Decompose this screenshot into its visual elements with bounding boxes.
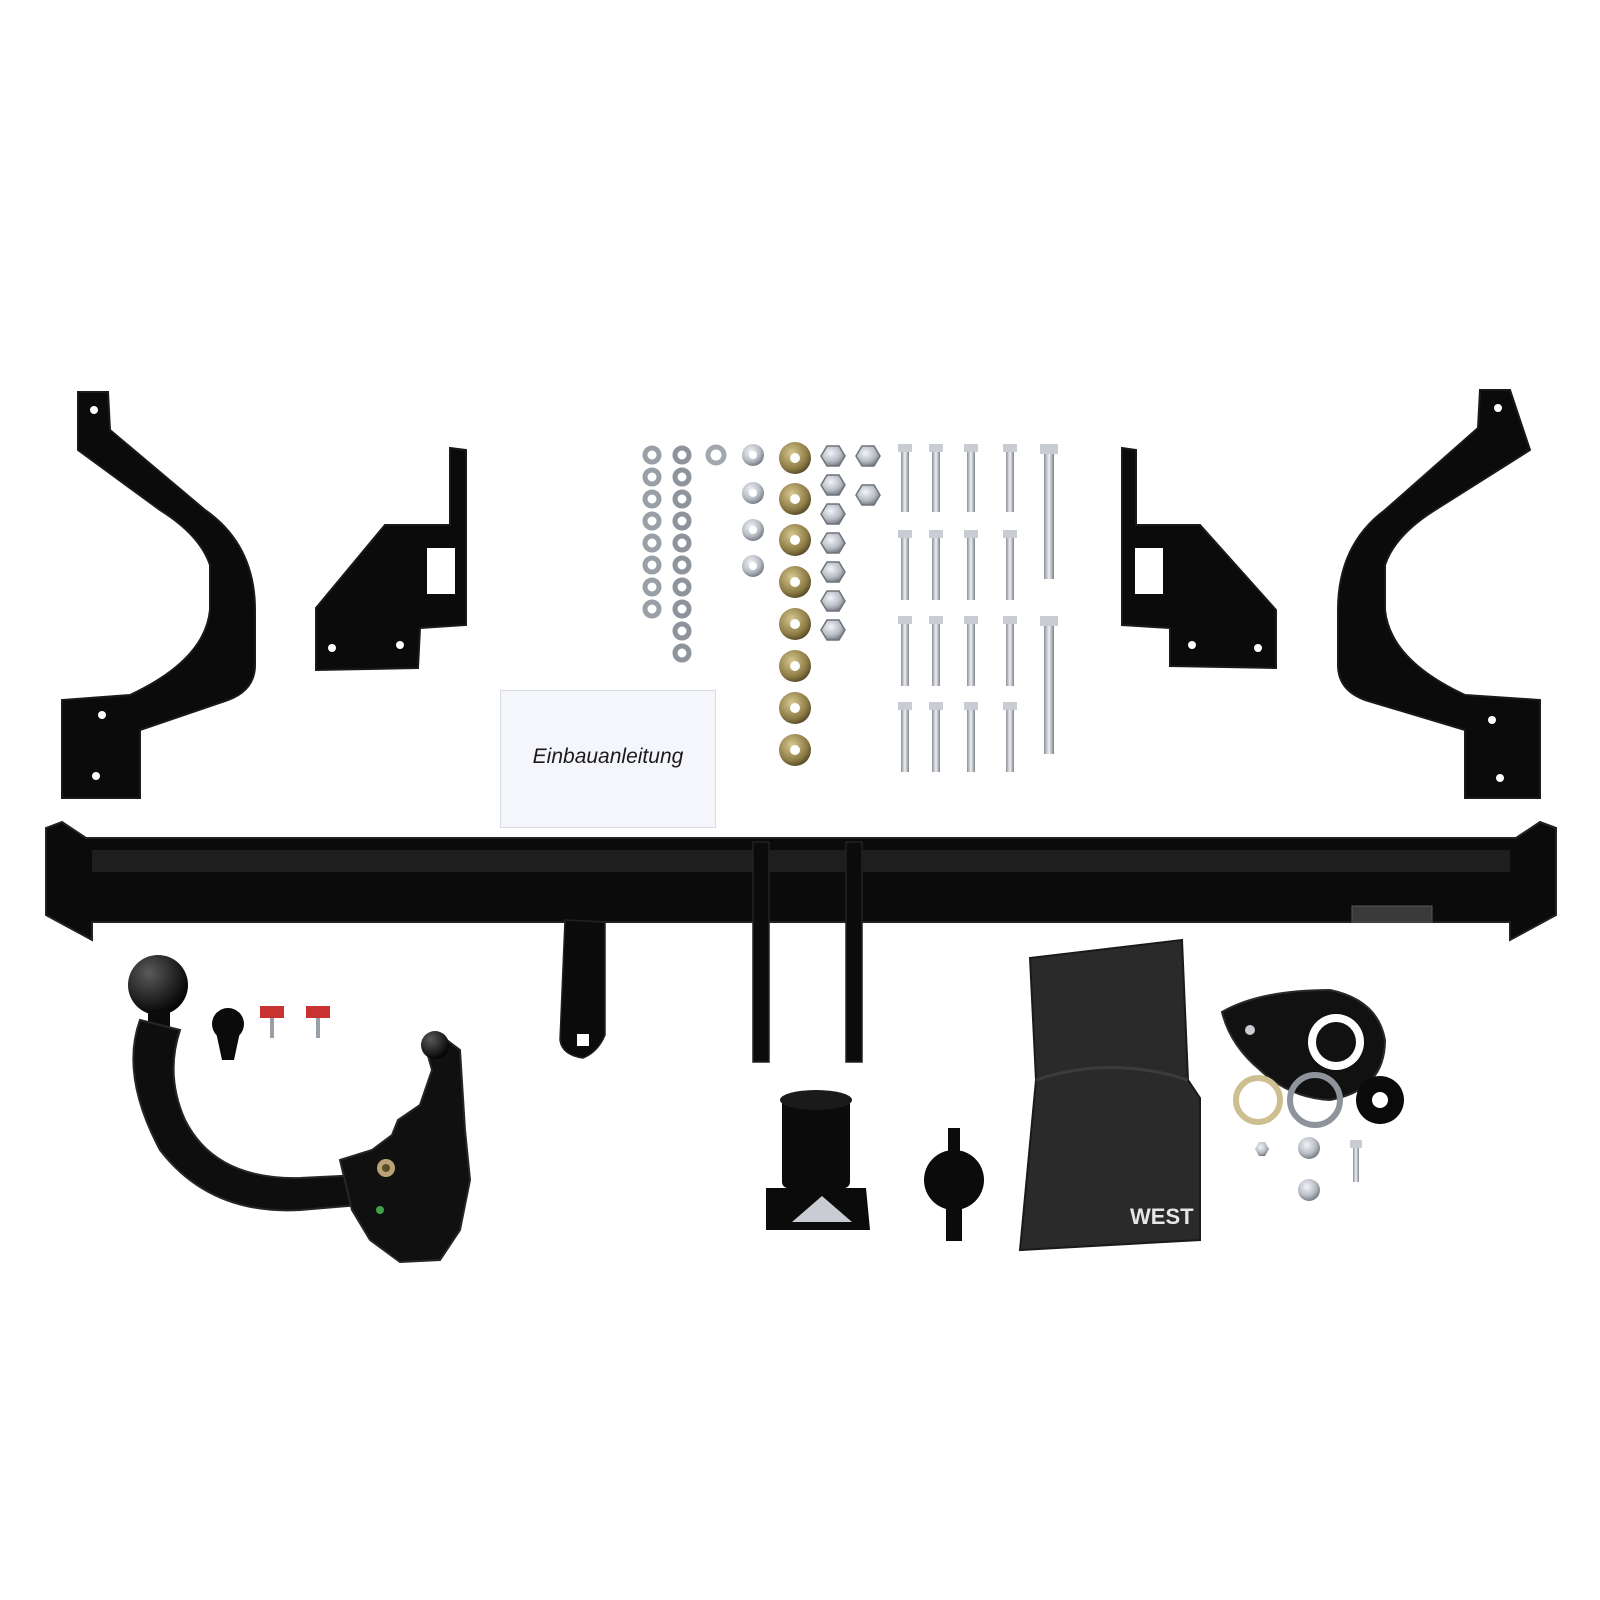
brass-washer-column [779, 442, 811, 766]
tow-ball-neck [128, 955, 472, 1264]
socket-screw-set [1255, 1137, 1362, 1201]
lock-washer [705, 444, 727, 466]
manual-card-title: Einbauanleitung [532, 745, 684, 768]
left-long-bracket [61, 391, 256, 799]
red-fuse-left [260, 1006, 284, 1038]
bag-logo-text: WEST [1130, 1204, 1194, 1229]
instruction-manual-card: Einbauanleitung [500, 690, 716, 828]
seal-ring-brass [1233, 1075, 1283, 1125]
spring-washer-column-1 [642, 445, 662, 619]
right-long-bracket [1337, 389, 1541, 799]
release-handle [924, 1128, 984, 1241]
bolt-grid [898, 444, 1058, 772]
receiver-socket [766, 1090, 870, 1230]
hex-nut-column [820, 445, 881, 641]
right-small-bracket [1121, 446, 1277, 670]
socket-gasket [1356, 1076, 1404, 1124]
storage-bag: WEST [1018, 938, 1201, 1252]
flat-washer-column [742, 444, 764, 577]
key-cap [212, 1008, 244, 1060]
seal-ring-grey [1287, 1072, 1343, 1128]
main-crossbar [45, 820, 1557, 1063]
red-fuse-right [306, 1006, 330, 1038]
spring-washer-column-2 [672, 445, 692, 663]
left-small-bracket [315, 446, 467, 672]
socket-plate [1220, 988, 1387, 1102]
